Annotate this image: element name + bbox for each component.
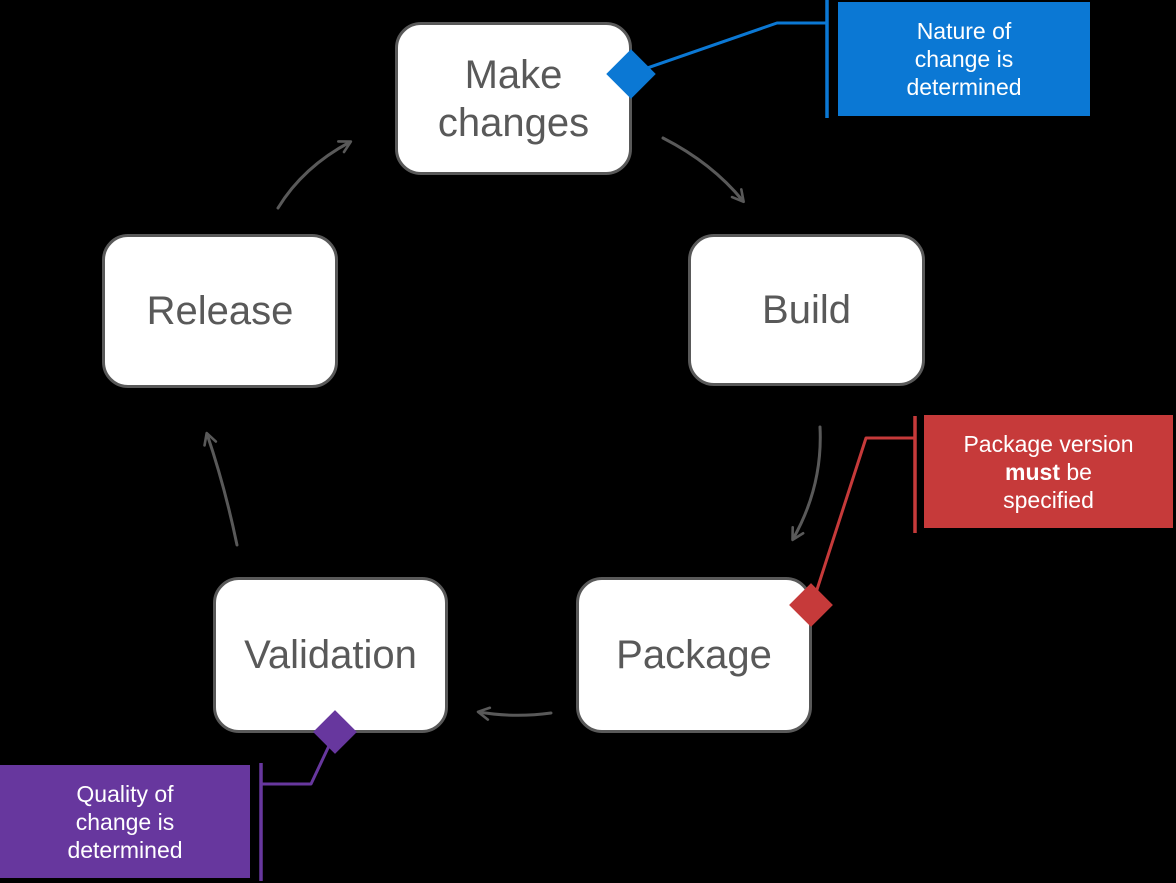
callout-bold-word: must xyxy=(1005,458,1060,485)
connector-line-nature xyxy=(628,21,828,76)
arrow-validation-to-release xyxy=(203,431,239,547)
arrow-release-to-make-changes xyxy=(276,140,353,210)
callout-line: change is xyxy=(75,808,175,835)
callout-line: specified xyxy=(1003,486,1094,513)
connector-line-package-version xyxy=(810,436,916,607)
callout-line: must be xyxy=(1005,458,1092,486)
callout-line: determined xyxy=(906,74,1022,100)
callout-package-version: Package version must be specified xyxy=(924,415,1173,528)
callout-line: Nature of xyxy=(916,18,1012,44)
connector-line-quality xyxy=(260,731,337,786)
callout-line: determined xyxy=(67,836,183,863)
node-make-changes-label: Make changes xyxy=(437,52,590,145)
arrow-make-changes-to-build xyxy=(661,136,745,204)
node-build-label: Build xyxy=(762,288,851,332)
node-release: Release xyxy=(102,234,338,388)
callout-line: change is xyxy=(914,46,1014,72)
callout-nature-of-change: Nature of change is determined xyxy=(838,2,1090,116)
node-validation: Validation xyxy=(213,577,448,733)
node-make-changes: Make changes xyxy=(395,22,632,175)
callout-quality-of-change: Quality of change is determined xyxy=(0,765,250,878)
node-build: Build xyxy=(688,234,925,386)
callout-line: Package version xyxy=(963,430,1134,457)
node-release-label: Release xyxy=(146,289,294,333)
node-package-label: Package xyxy=(616,633,772,677)
callout-line-rest: be xyxy=(1059,458,1092,485)
callout-line: Quality of xyxy=(76,780,174,807)
arrow-package-to-validation xyxy=(476,706,553,721)
node-package: Package xyxy=(576,577,812,733)
arrow-build-to-package xyxy=(791,425,822,542)
node-validation-label: Validation xyxy=(244,633,417,677)
